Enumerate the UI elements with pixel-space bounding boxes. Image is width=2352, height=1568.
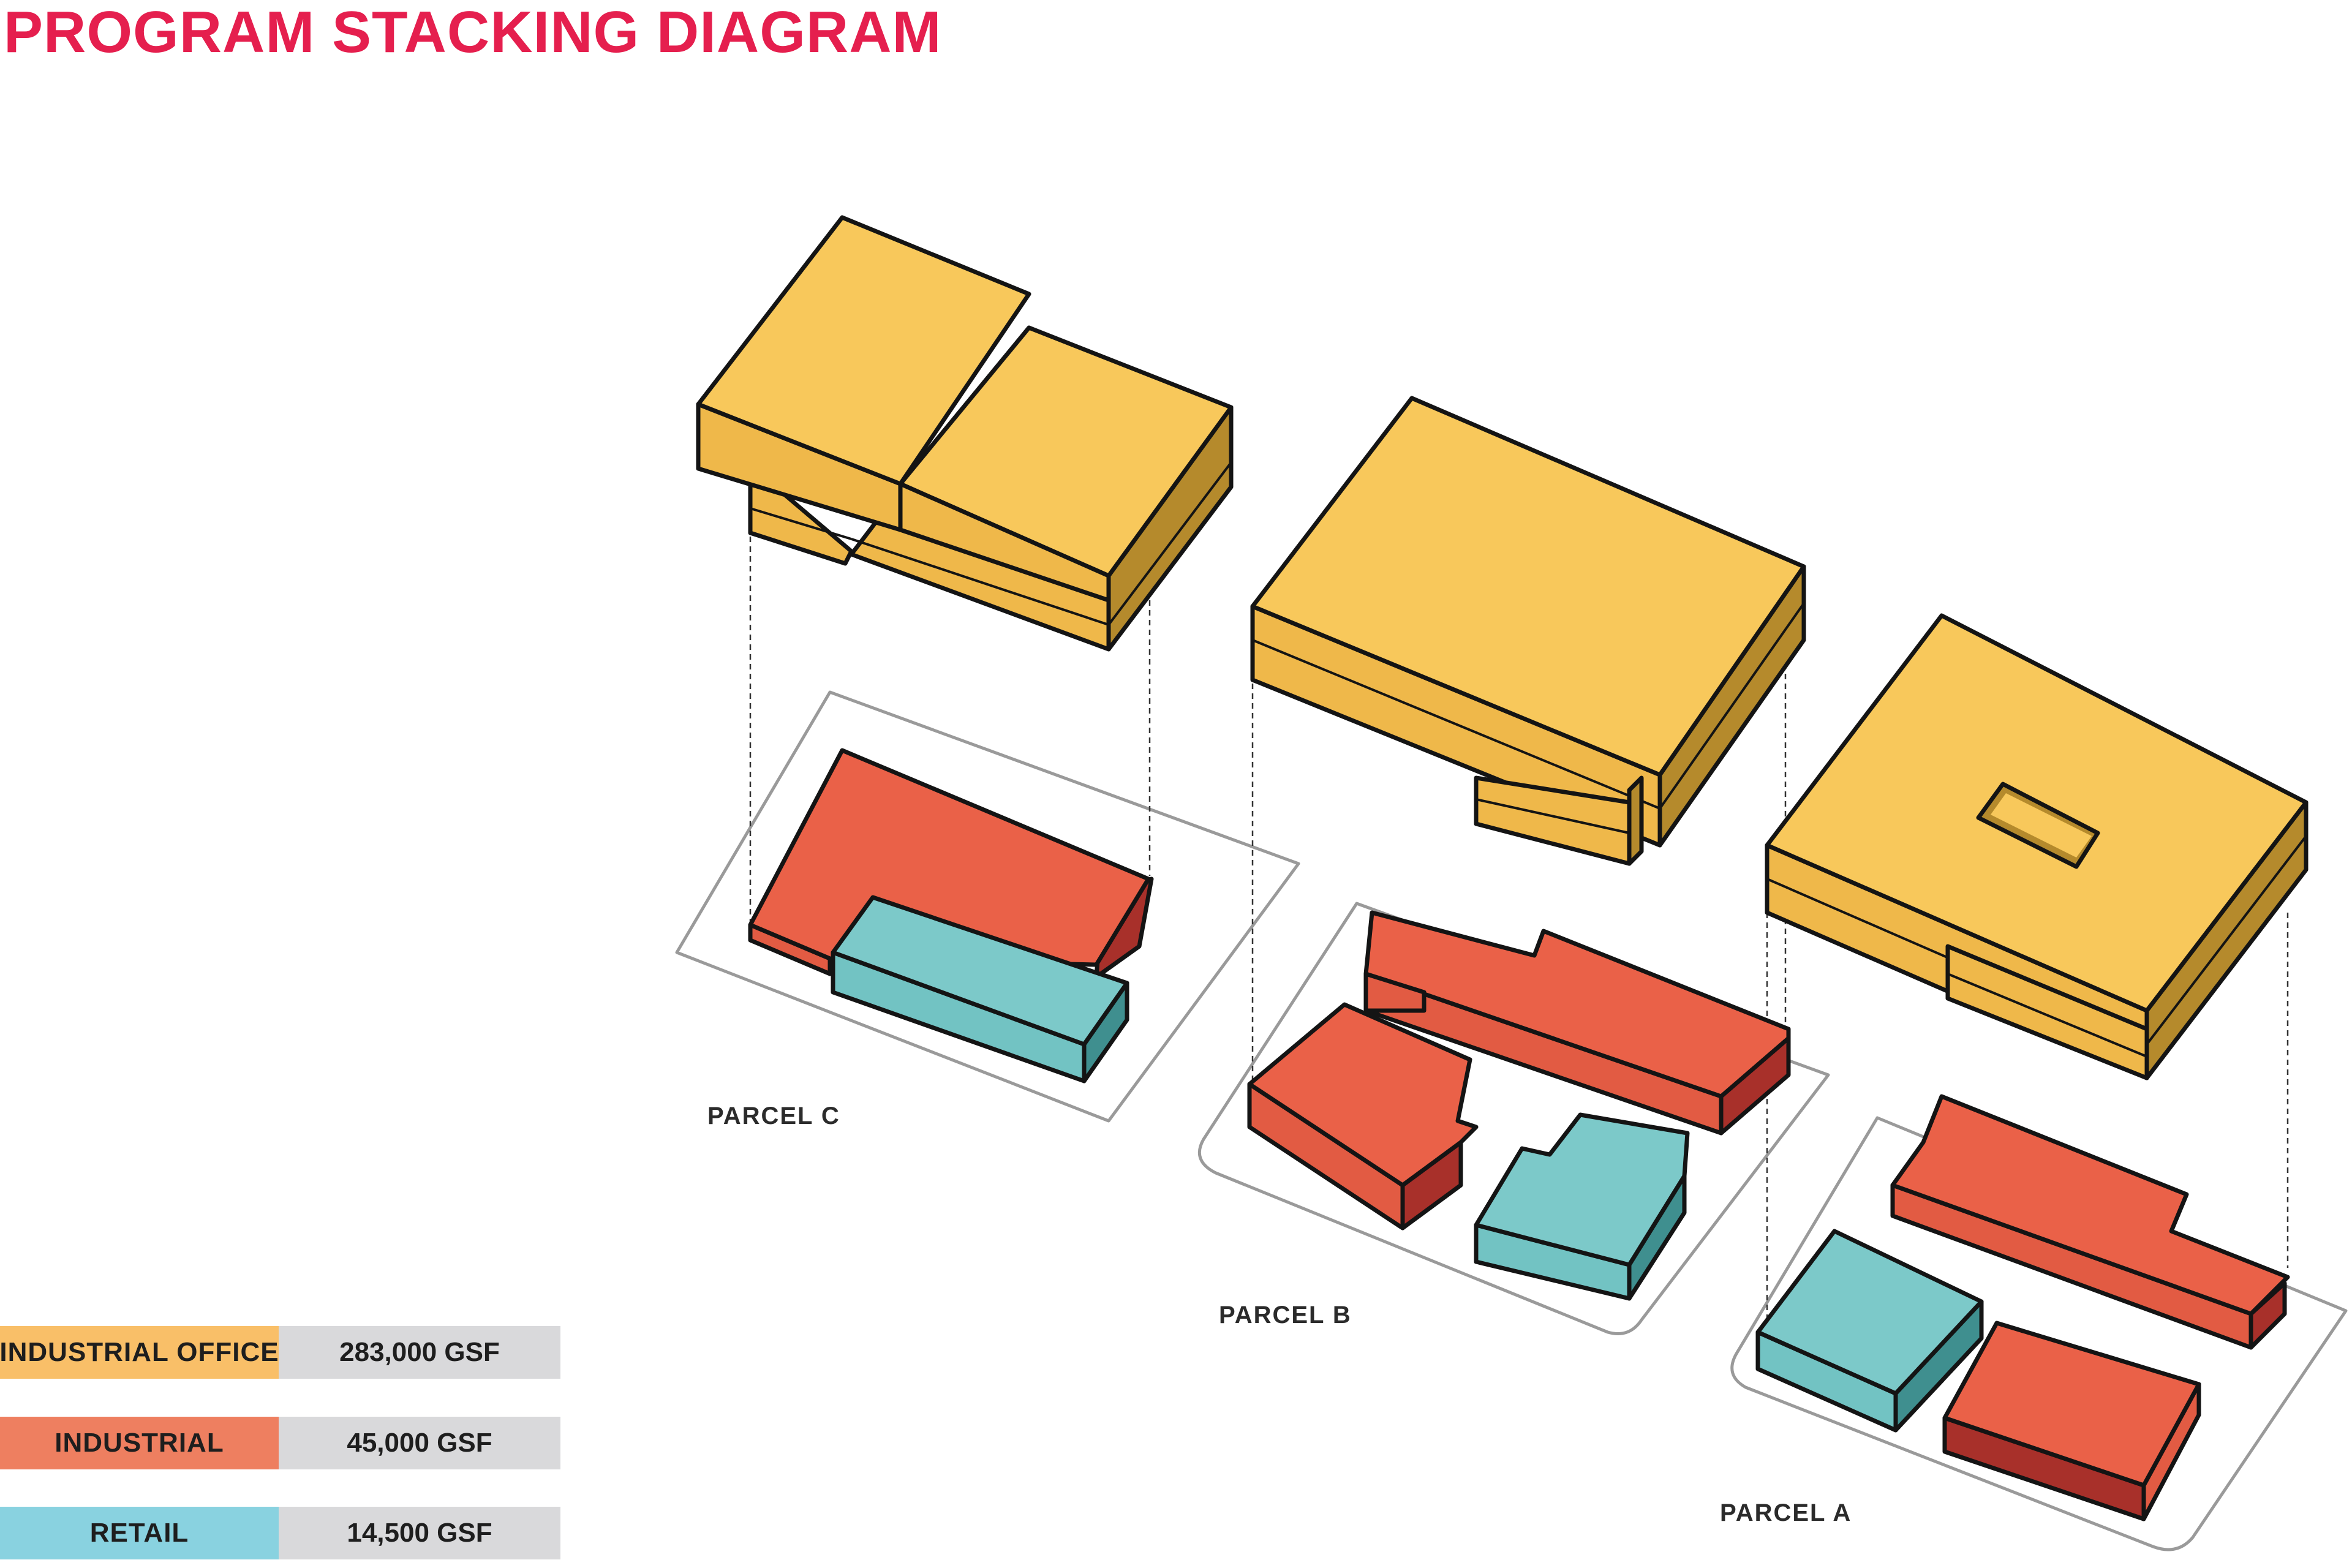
legend-swatch-industrial-office: INDUSTRIAL OFFICE <box>0 1326 279 1379</box>
site-outline-parcel-c <box>675 690 1300 1123</box>
legend-swatch-retail: RETAIL <box>0 1507 279 1559</box>
parcel-b-industrial-block-left <box>1247 1002 1479 1231</box>
legend-value-retail: 14,500 GSF <box>279 1507 560 1559</box>
parcel-c-office-block <box>696 215 1234 652</box>
legend-value-industrial-office: 283,000 GSF <box>279 1326 560 1379</box>
diagram-title: PROGRAM STACKING DIAGRAM <box>4 0 942 65</box>
legend-row-industrial: INDUSTRIAL 45,000 GSF <box>0 1417 560 1469</box>
parcel-c-industrial-block <box>748 748 1154 979</box>
legend-value-industrial: 45,000 GSF <box>279 1417 560 1469</box>
parcel-label-a: PARCEL A <box>1720 1499 1852 1526</box>
site-outline-parcel-b <box>1197 902 1830 1335</box>
legend-row-industrial-office: INDUSTRIAL OFFICE 283,000 GSF <box>0 1326 560 1379</box>
parcel-b-retail-block <box>1474 1112 1690 1301</box>
parcel-a-industrial-block-bottom <box>1942 1321 2201 1521</box>
parcel-a-industrial-block-top <box>1890 1094 2290 1350</box>
parcel-c-retail-block <box>831 895 1129 1084</box>
parcel-b-industrial-block-right <box>1363 910 1791 1136</box>
parcel-label-c: PARCEL C <box>707 1102 840 1129</box>
legend-row-retail: RETAIL 14,500 GSF <box>0 1507 560 1559</box>
parcel-a-retail-block <box>1755 1229 1984 1433</box>
site-outline-parcel-a <box>1730 1116 2348 1551</box>
parcel-a-office-block <box>1765 613 2309 1080</box>
parcel-b-office-block <box>1250 396 1806 866</box>
parcel-label-b: PARCEL B <box>1219 1302 1352 1329</box>
legend-swatch-industrial: INDUSTRIAL <box>0 1417 279 1469</box>
